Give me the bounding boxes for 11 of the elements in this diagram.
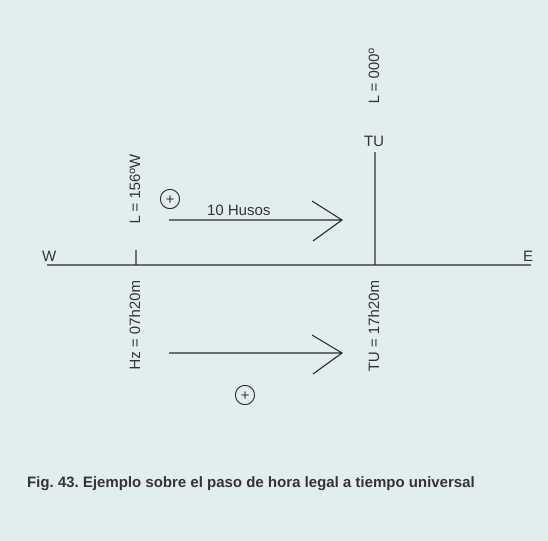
arrow-label: 10 Husos — [207, 203, 270, 219]
direction-label: E — [523, 249, 534, 265]
direction-label: W — [42, 249, 56, 265]
time-label: TU = 17h20m — [367, 280, 383, 372]
figure-caption: Fig. 43. Ejemplo sobre el paso de hora legal a tiempo universal — [27, 473, 476, 493]
meridian-label: TU — [364, 134, 384, 150]
sign-symbol: + — [235, 385, 255, 405]
longitude-label: L = 000º — [367, 48, 383, 104]
sign-symbol: + — [160, 189, 180, 209]
longitude-label: L = 156ºW — [128, 154, 144, 224]
time-label: Hz = 07h20m — [128, 280, 144, 370]
